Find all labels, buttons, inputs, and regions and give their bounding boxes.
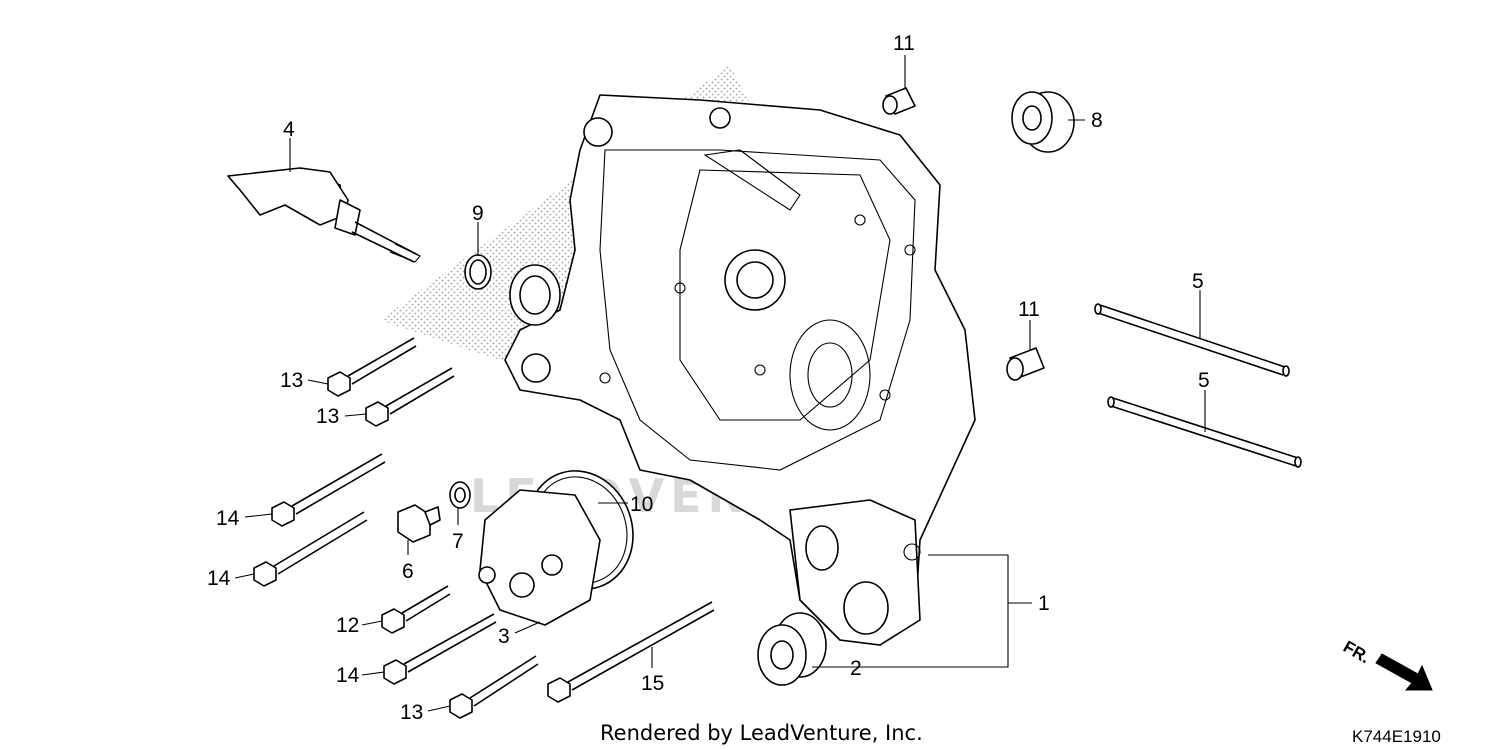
callout-13-b[interactable]: 13 <box>316 405 339 428</box>
callout-1[interactable]: 1 <box>1038 592 1050 615</box>
crankcase-cover[interactable] <box>504 94 976 646</box>
callout-5-upper[interactable]: 5 <box>1192 270 1204 293</box>
callout-5-lower[interactable]: 5 <box>1198 369 1210 392</box>
bolt-12[interactable] <box>381 585 451 634</box>
diagram-code: K744E1910 <box>1352 727 1441 746</box>
callout-14-c[interactable]: 14 <box>336 664 360 687</box>
pump-cover-part[interactable] <box>478 489 601 626</box>
callout-15[interactable]: 15 <box>641 672 664 695</box>
drain-bolt-part[interactable] <box>397 504 441 543</box>
leader-lines <box>234 55 1206 712</box>
callout-2[interactable]: 2 <box>850 657 862 680</box>
callout-11-upper[interactable]: 11 <box>893 32 915 55</box>
callout-9[interactable]: 9 <box>472 202 484 225</box>
callout-labels: 1 2 3 4 5 5 6 7 8 9 10 11 11 12 13 13 13… <box>207 32 1210 724</box>
bolt-14-b[interactable] <box>253 511 368 587</box>
callout-10[interactable]: 10 <box>630 493 653 516</box>
callout-13-c[interactable]: 13 <box>400 701 423 724</box>
front-label: FR. <box>1340 637 1373 667</box>
callout-12[interactable]: 12 <box>336 614 359 637</box>
bolt-14-c[interactable] <box>383 613 497 685</box>
callout-14-a[interactable]: 14 <box>216 507 240 530</box>
oil-seal-part[interactable] <box>1011 91 1075 153</box>
bolt-13-a[interactable] <box>327 337 417 397</box>
bolt-14-a[interactable] <box>271 453 386 527</box>
sealing-washer-part[interactable] <box>449 481 471 509</box>
bolt-13-b[interactable] <box>365 367 455 427</box>
callout-8[interactable]: 8 <box>1091 109 1103 132</box>
front-arrow-icon <box>1375 653 1433 691</box>
callout-13-a[interactable]: 13 <box>280 369 303 392</box>
dowel-pin-upper[interactable] <box>882 87 916 115</box>
front-direction-indicator: FR. <box>1340 637 1433 691</box>
callout-6[interactable]: 6 <box>402 560 414 583</box>
bearing-part[interactable] <box>757 612 827 686</box>
callout-14-b[interactable]: 14 <box>207 567 231 590</box>
seal-ring-cover[interactable] <box>509 264 561 326</box>
credit-text: Rendered by LeadVenture, Inc. <box>600 721 923 745</box>
callout-11-lower[interactable]: 11 <box>1018 298 1040 321</box>
dowel-pin-lower[interactable] <box>1006 347 1045 381</box>
bolt-13-c[interactable] <box>449 655 539 719</box>
callout-4[interactable]: 4 <box>283 118 295 141</box>
callout-7[interactable]: 7 <box>452 530 464 553</box>
callout-3[interactable]: 3 <box>498 625 510 648</box>
bolt-15[interactable] <box>547 601 715 703</box>
dipstick-part[interactable] <box>227 167 421 263</box>
stud-bolt-upper[interactable] <box>1094 303 1290 377</box>
o-ring-part[interactable] <box>464 254 492 290</box>
